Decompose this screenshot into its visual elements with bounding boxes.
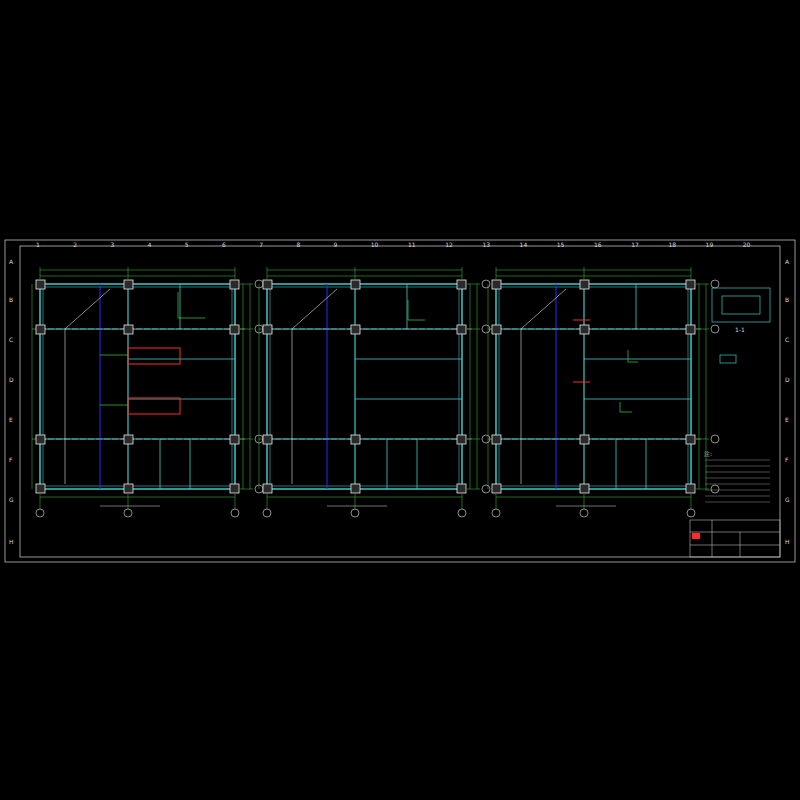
border-row-letter: H	[9, 538, 14, 545]
drawing-note: 注:	[704, 450, 712, 457]
border-column-number: 19	[706, 241, 714, 248]
border-row-letter: B	[9, 296, 13, 303]
border-column-number: 7	[259, 241, 263, 248]
border-row-letter: A	[9, 258, 13, 265]
border-column-number: 6	[222, 241, 226, 248]
border-column-number: 2	[73, 241, 77, 248]
border-row-letter: E	[785, 416, 789, 423]
drawing-note: 1-1	[735, 326, 745, 333]
border-row-letter: H	[785, 538, 790, 545]
border-column-number: 16	[594, 241, 602, 248]
border-column-number: 8	[296, 241, 300, 248]
border-row-letter: G	[9, 496, 14, 503]
border-column-number: 17	[631, 241, 639, 248]
border-column-number: 1	[36, 241, 40, 248]
border-column-number: 5	[185, 241, 189, 248]
border-column-number: 12	[445, 241, 453, 248]
border-row-letter: G	[785, 496, 790, 503]
border-column-number: 3	[110, 241, 114, 248]
border-column-number: 9	[334, 241, 338, 248]
border-column-number: 11	[408, 241, 416, 248]
border-column-number: 4	[148, 241, 152, 248]
border-column-number: 20	[743, 241, 751, 248]
border-column-number: 14	[520, 241, 528, 248]
border-row-letter: D	[9, 376, 14, 383]
border-column-number: 15	[557, 241, 565, 248]
border-row-letter: C	[785, 336, 789, 343]
border-row-letter: F	[9, 456, 12, 463]
border-row-letter: F	[785, 456, 788, 463]
border-row-letter: D	[785, 376, 790, 383]
border-column-number: 10	[371, 241, 379, 248]
border-column-number: 13	[482, 241, 490, 248]
border-row-letter: A	[785, 258, 789, 265]
border-row-letter: E	[9, 416, 13, 423]
border-column-number: 18	[668, 241, 676, 248]
border-row-letter: B	[785, 296, 789, 303]
border-row-letter: C	[9, 336, 13, 343]
